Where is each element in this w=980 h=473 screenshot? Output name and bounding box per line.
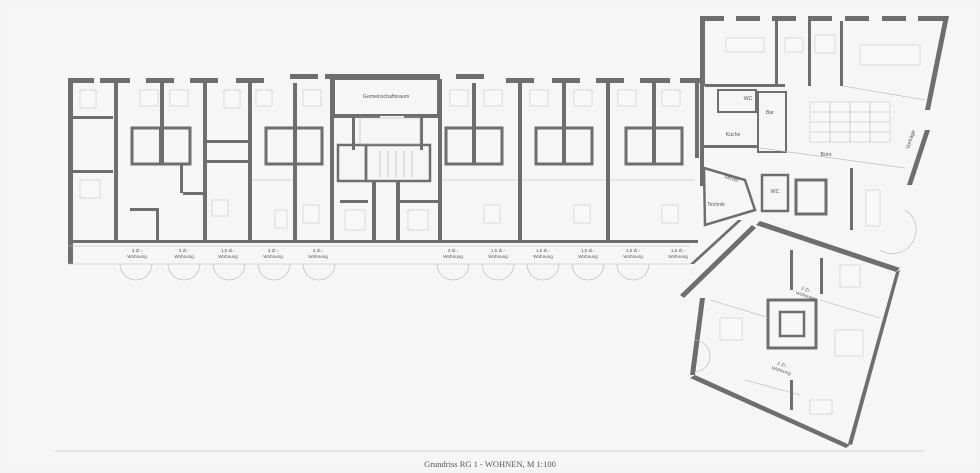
main-wing: [68, 74, 700, 281]
party-walls: [114, 79, 699, 240]
balconies: [119, 263, 650, 281]
apt-type-9: 1,5 Zi.-: [581, 248, 596, 253]
wing-apt-type-1: 2 Zi.-: [801, 286, 813, 294]
office-north-wall: [700, 16, 948, 21]
apt-type-10: 1,5 Zi.-: [626, 248, 641, 253]
apt-label-4: Wohnung: [263, 254, 283, 259]
apt-type-8: 1,5 Zi.-: [536, 248, 551, 253]
apt-label-9: Wohnung: [578, 254, 598, 259]
apt-label-3: Wohnung: [218, 254, 238, 259]
apt-label-8: Wohnung: [533, 254, 553, 259]
office-block: [700, 16, 949, 230]
gemeinschaftsraum-area: [333, 78, 439, 240]
label-technik: Technik: [707, 202, 725, 208]
southeast-wing: [680, 209, 917, 448]
main-wing-west-wall: [68, 78, 73, 264]
main-wing-north-wall: [68, 74, 700, 83]
office-east-wall: [925, 16, 949, 110]
main-wing-south-wall: [68, 240, 698, 265]
label-wc-1: WC: [744, 96, 753, 102]
bathroom-cores: [130, 126, 684, 166]
plan-sheet: [4, 4, 976, 469]
apt-label-2: Wohnung: [174, 254, 194, 259]
label-server: Server: [723, 174, 740, 185]
label-vortrag: Vorträge: [905, 129, 917, 150]
apt-label-7: Wohnung: [488, 254, 508, 259]
wing-apartment-labels: 2 Zi.- Wohnung 2 Zi.- Wohnung: [771, 286, 816, 377]
apt-type-4: 3 Zi.-: [268, 248, 279, 253]
wing-apt-label-1: Wohnung: [795, 290, 816, 301]
label-bar: Bar: [766, 110, 774, 116]
label-wc-2: WC: [771, 189, 780, 195]
apt-type-7: 1,5 Zi.-: [491, 248, 506, 253]
room-labels: Gemeinschaftsraum WC Bar Küche Büro Vort…: [363, 94, 917, 208]
label-kueche: Küche: [726, 132, 741, 138]
apt-label-11: Wohnung: [668, 254, 688, 259]
wing-apt-label-2: Wohnung: [771, 365, 792, 376]
apt-type-3: 1,5 Zi.-: [221, 248, 236, 253]
furniture: [79, 89, 694, 231]
apt-type-2: 3 Zi.-: [179, 248, 190, 253]
wing-apt-type-2: 2 Zi.-: [777, 361, 789, 369]
apt-type-5: 3 Zi.-: [313, 248, 324, 253]
apt-type-6: 3 Zi.-: [448, 248, 459, 253]
lecture-seating: [809, 101, 891, 143]
apt-label-1: Wohnung: [127, 254, 147, 259]
corridor-partitions: [73, 116, 248, 240]
label-buero: Büro: [821, 152, 832, 158]
apartment-labels: 3 Zi.- Wohnung 3 Zi.- Wohnung 1,5 Zi.- W…: [127, 248, 688, 259]
apt-label-6: Wohnung: [443, 254, 463, 259]
label-gemeinschaftsraum: Gemeinschaftsraum: [363, 94, 409, 100]
apt-label-10: Wohnung: [623, 254, 643, 259]
apt-label-5: Wohnung: [308, 254, 328, 259]
plan-caption: Grundriss RG 1 - WOHNEN, M 1:100: [424, 459, 556, 469]
apt-type-11: 1,5 Zi.-: [671, 248, 686, 253]
apt-type-1: 3 Zi.-: [132, 248, 143, 253]
